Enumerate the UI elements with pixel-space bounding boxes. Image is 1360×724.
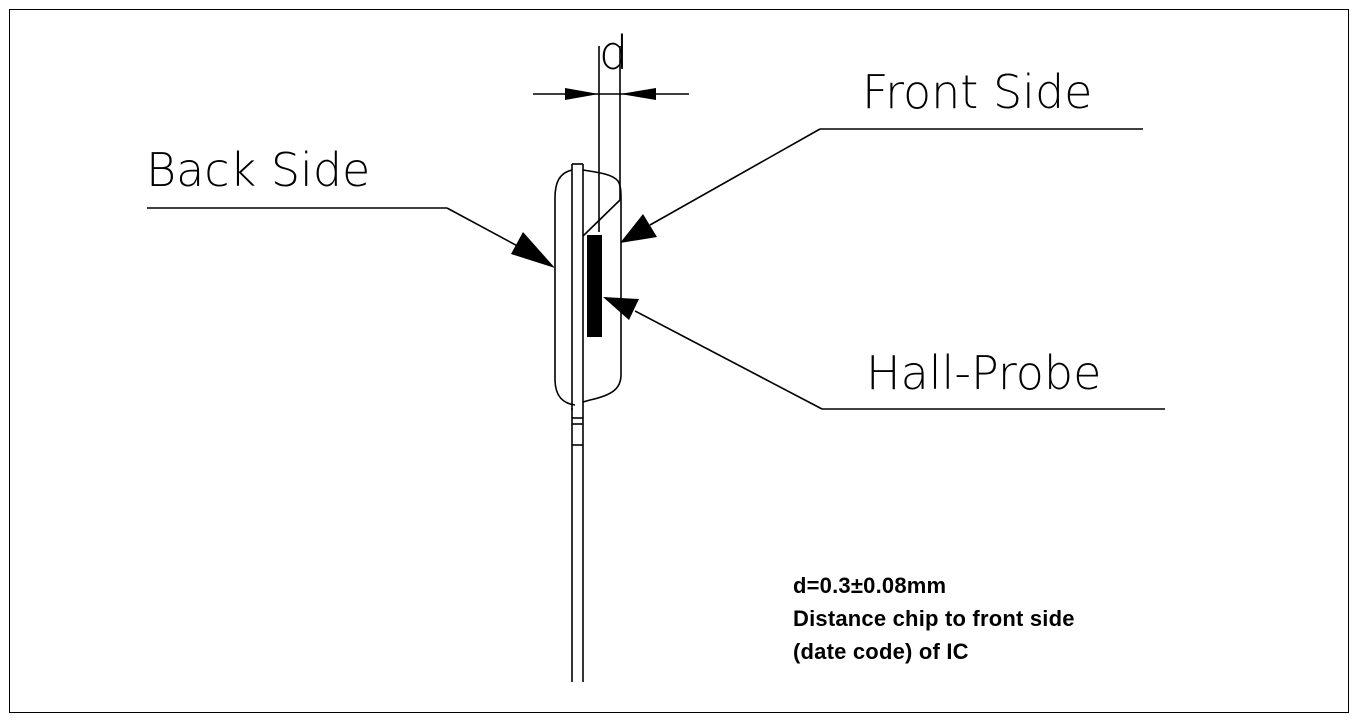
front-side-arrow [620, 214, 657, 243]
specification-note: d=0.3±0.08mm Distance chip to front side… [793, 569, 1075, 668]
hall-probe-arrow [603, 297, 639, 320]
note-line-3: (date code) of IC [793, 639, 969, 664]
note-line-2: Distance chip to front side [793, 606, 1075, 631]
hall-probe-leader [634, 310, 1165, 410]
front-side-label: Front Side [862, 65, 1092, 119]
hall-chip [587, 235, 602, 337]
ic-package-body [554, 163, 622, 410]
back-side-leader [147, 207, 526, 251]
ic-lead [571, 408, 584, 682]
note-line-1: d=0.3±0.08mm [793, 573, 947, 598]
front-side-leader [649, 128, 1143, 226]
back-side-label: Back Side [146, 143, 370, 197]
dimension-arrow-right [620, 88, 656, 100]
dimension-label: d [599, 26, 628, 80]
drawing-frame [9, 9, 1349, 713]
dimension-arrow-left [565, 88, 599, 100]
back-side-arrow [511, 232, 555, 268]
hall-probe-label: Hall-Probe [866, 346, 1101, 400]
